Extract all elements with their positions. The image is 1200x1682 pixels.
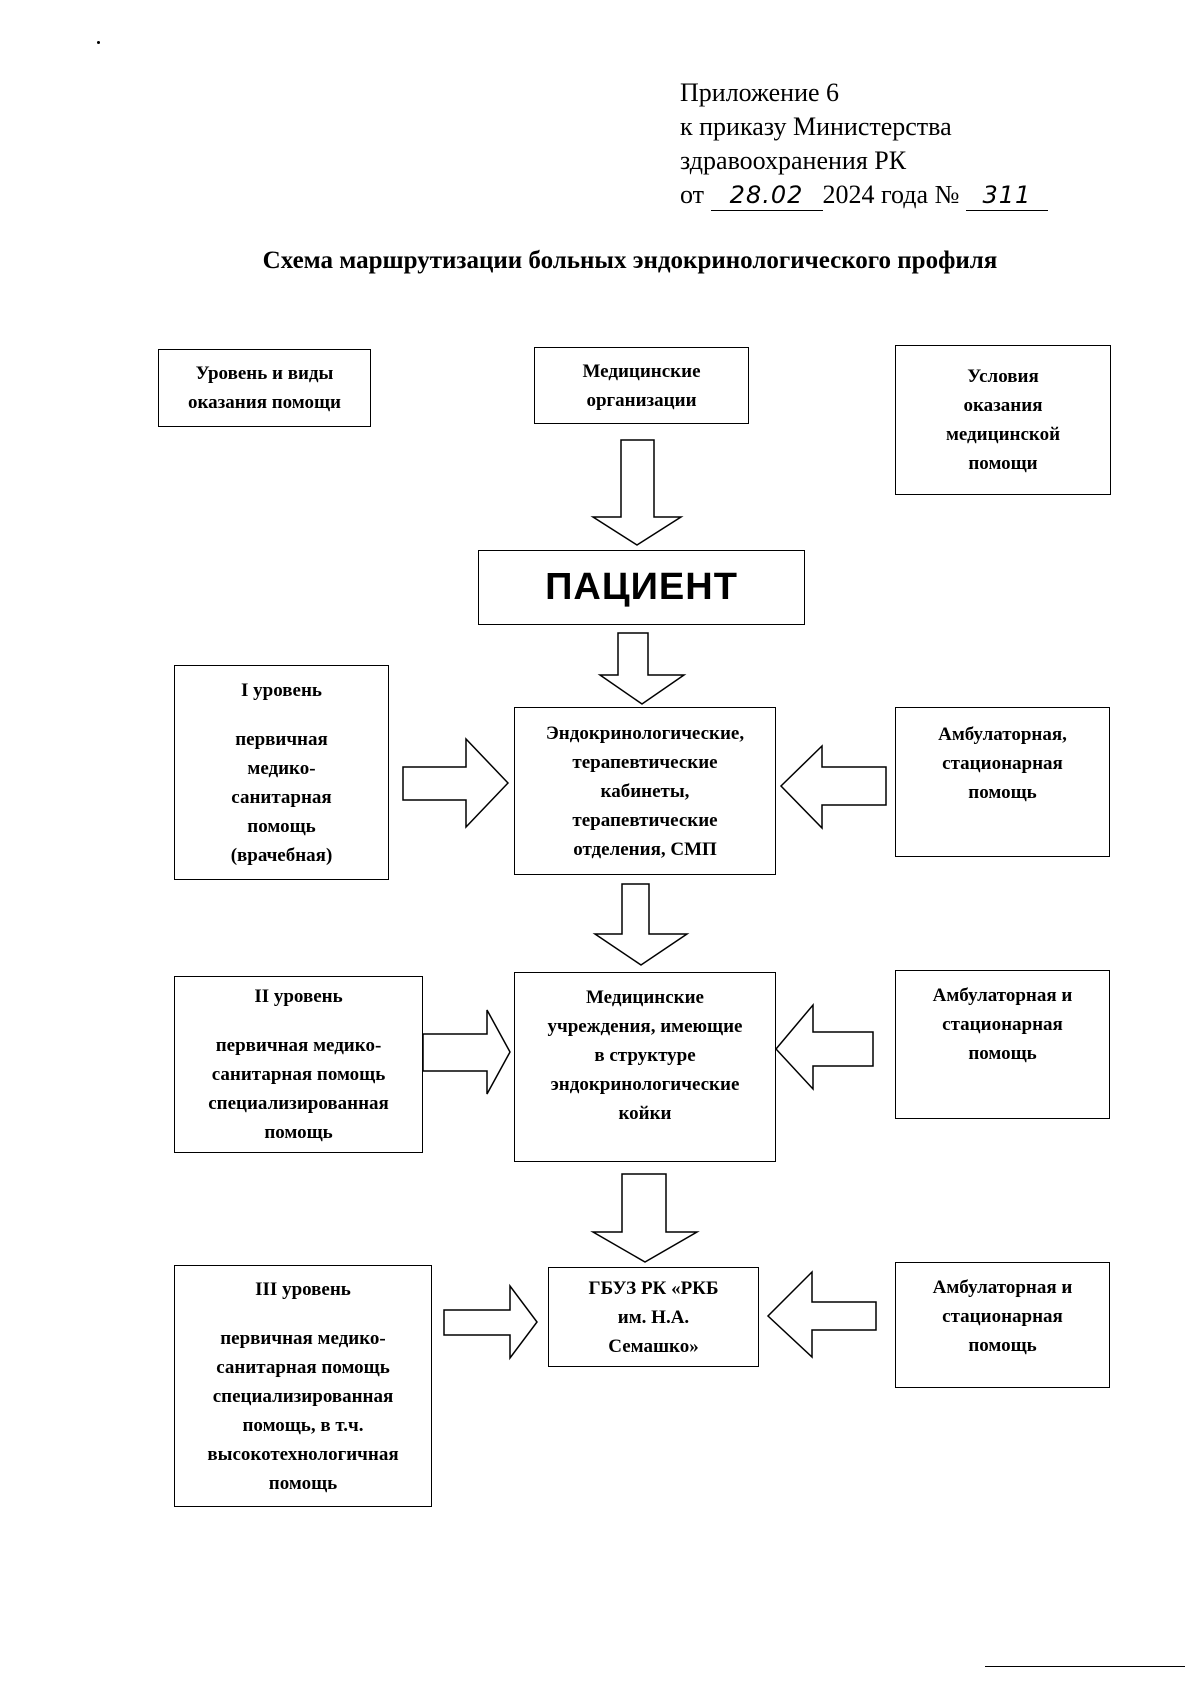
appendix-header: Приложение 6 к приказу Министерства здра… xyxy=(680,76,1048,212)
level-1-organization-box: Эндокринологические, терапевтические каб… xyxy=(514,707,776,875)
date-year: 2024 года № xyxy=(822,180,960,209)
arrow-right-level-3 xyxy=(443,1283,538,1361)
level-1-conditions: Амбулаторная, стационарная помощь xyxy=(938,724,1067,803)
level-3-conditions-box: Амбулаторная и стационарная помощь xyxy=(895,1262,1110,1388)
column-header-conditions-label: Условия оказания медицинской помощи xyxy=(945,366,1061,474)
patient-label: ПАЦИЕНТ xyxy=(545,566,738,608)
level-1-box: I уровень первичная медико- санитарная п… xyxy=(174,665,389,880)
arrow-left-level-2 xyxy=(775,1002,874,1091)
column-header-organizations-label: Медицинские организации xyxy=(582,360,701,411)
footer-rule xyxy=(985,1666,1185,1667)
patient-box: ПАЦИЕНТ xyxy=(478,550,805,625)
level-2-conditions: Амбулаторная и стационарная помощь xyxy=(932,985,1073,1064)
appendix-line-2: к приказу Министерства xyxy=(680,112,952,141)
level-2-organization: Медицинские учреждения, имеющие в структ… xyxy=(547,987,743,1124)
arrow-down-to-level-1 xyxy=(597,632,687,705)
column-header-conditions: Условия оказания медицинской помощи xyxy=(895,345,1111,495)
column-header-levels-label: Уровень и виды оказания помощи xyxy=(188,363,341,413)
appendix-line-1: Приложение 6 xyxy=(680,78,840,107)
arrow-left-level-3 xyxy=(766,1270,877,1359)
scan-speck xyxy=(97,41,100,44)
date-prefix: от xyxy=(680,180,705,209)
level-3-box: III уровень первичная медико- санитарная… xyxy=(174,1265,432,1507)
page-title: Схема маршрутизации больных эндокринолог… xyxy=(262,247,998,274)
arrow-down-to-level-3 xyxy=(590,1173,700,1263)
level-3-organization: ГБУЗ РК «РКБ им. Н.А. Семашко» xyxy=(588,1277,719,1357)
level-2-description: первичная медико- санитарная помощь спец… xyxy=(208,1035,389,1143)
appendix-line-3: здравоохранения РК xyxy=(680,146,907,175)
date-handwritten: 28.02 xyxy=(710,180,823,211)
level-3-title: III уровень xyxy=(255,1278,351,1300)
level-2-organization-box: Медицинские учреждения, имеющие в структ… xyxy=(514,972,776,1162)
column-header-organizations: Медицинские организации xyxy=(534,347,749,424)
level-3-conditions: Амбулаторная и стационарная помощь xyxy=(932,1277,1073,1356)
arrow-right-level-2 xyxy=(422,1009,511,1095)
level-2-conditions-box: Амбулаторная и стационарная помощь xyxy=(895,970,1110,1119)
arrow-left-level-1 xyxy=(779,744,887,830)
level-3-description: первичная медико- санитарная помощь спец… xyxy=(207,1327,399,1494)
level-2-box: II уровень первичная медико- санитарная … xyxy=(174,976,423,1153)
order-number-handwritten: 311 xyxy=(965,180,1048,211)
column-header-levels: Уровень и виды оказания помощи xyxy=(158,349,371,427)
level-1-description: первичная медико- санитарная помощь (вра… xyxy=(230,728,333,866)
arrow-right-level-1 xyxy=(402,737,510,829)
level-1-title: I уровень xyxy=(241,679,322,701)
level-1-conditions-box: Амбулаторная, стационарная помощь xyxy=(895,707,1110,857)
level-2-title: II уровень xyxy=(254,986,343,1007)
level-1-organization: Эндокринологические, терапевтические каб… xyxy=(545,722,745,860)
level-3-organization-box: ГБУЗ РК «РКБ им. Н.А. Семашко» xyxy=(548,1267,759,1367)
arrow-down-to-patient xyxy=(590,439,684,546)
arrow-down-to-level-2 xyxy=(592,883,690,966)
